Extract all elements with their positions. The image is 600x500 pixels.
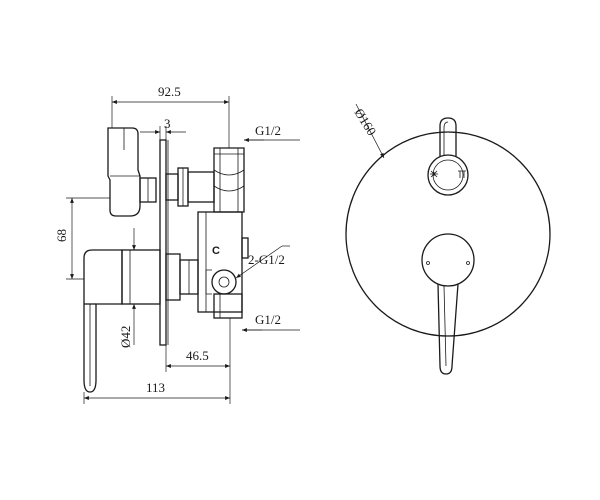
- side-inlet: [205, 269, 237, 295]
- dim-42-label: Ø42: [118, 326, 133, 348]
- label-c: C: [212, 245, 220, 257]
- dim-42: Ø42: [118, 228, 138, 348]
- diverter-knob-side: [107, 127, 157, 217]
- dim-68-label: 68: [54, 229, 69, 242]
- cold-symbol-icon: [430, 170, 438, 178]
- dim-113-label: 113: [146, 380, 165, 395]
- dim-3-label: 3: [164, 116, 171, 131]
- hot-symbol-icon: [458, 170, 466, 178]
- mixer-lever-front: [421, 233, 475, 375]
- dim-46-5-label: 46.5: [186, 348, 209, 363]
- top-outlet: [213, 147, 245, 213]
- dim-113: 113: [83, 372, 231, 404]
- dim-92-5: 92.5: [111, 84, 230, 148]
- side-view: C 92.5: [54, 84, 300, 404]
- dim-92-5-label: 92.5: [158, 84, 181, 99]
- dim-3: 3: [140, 116, 186, 140]
- g-bottom-label: G1/2: [255, 312, 281, 327]
- upper-stem: [165, 167, 215, 207]
- g-side-label: 2-G1/2: [248, 252, 285, 267]
- dim-g-top: G1/2: [244, 123, 300, 142]
- dim-68: 68: [54, 197, 110, 280]
- dim-46-5: 46.5: [165, 318, 231, 372]
- dim-g-side: 2-G1/2: [235, 245, 290, 279]
- cover-plate-side: [159, 139, 169, 346]
- g-top-label: G1/2: [255, 123, 281, 138]
- dim-160: Ø160: [351, 103, 385, 159]
- valve-body: C: [197, 211, 249, 313]
- mixer-lever-side: [83, 249, 199, 393]
- cover-plate-front: [345, 131, 551, 337]
- dim-g-bottom: G1/2: [242, 312, 300, 332]
- front-view: Ø160: [345, 103, 551, 375]
- diverter-knob-front: [427, 117, 469, 196]
- bottom-outlet: [213, 293, 243, 319]
- dim-160-label: Ø160: [351, 106, 379, 138]
